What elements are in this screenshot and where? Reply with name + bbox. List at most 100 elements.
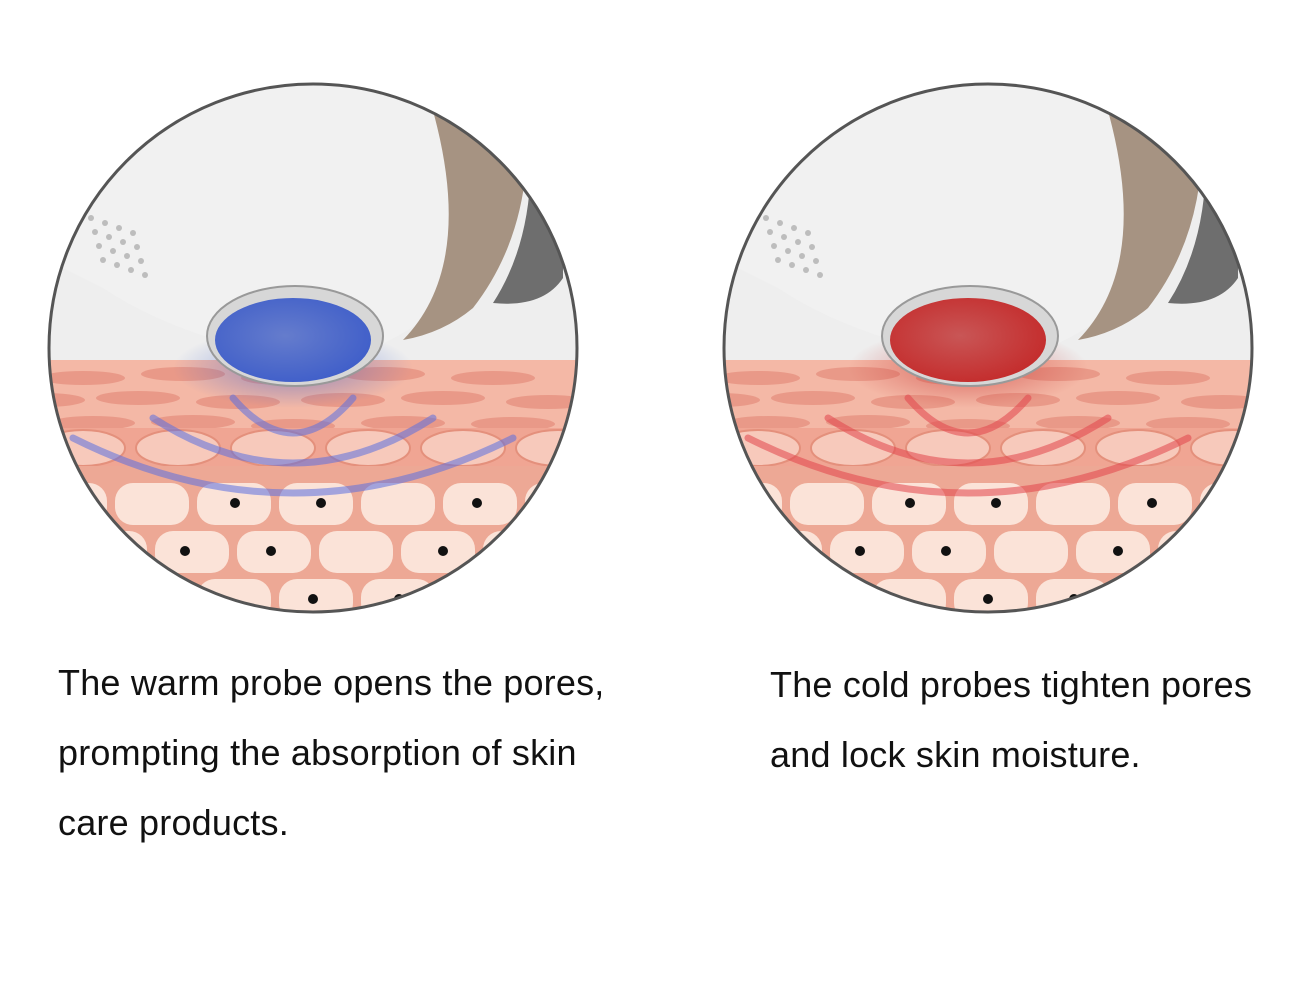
probe-lens xyxy=(890,298,1046,382)
fat-cell xyxy=(49,483,107,525)
fat-cell xyxy=(361,483,435,525)
fat-cell xyxy=(115,579,189,612)
cell-nucleus xyxy=(230,498,240,508)
skin-streak xyxy=(771,391,855,405)
skin-streak xyxy=(49,393,85,407)
cold-probe-illustration xyxy=(718,78,1258,618)
vent-dot xyxy=(785,248,791,254)
cell-nucleus xyxy=(550,594,560,604)
fat-cell xyxy=(1036,483,1110,525)
probe-body xyxy=(49,84,513,350)
fat-cell xyxy=(1240,531,1252,573)
cell-nucleus xyxy=(827,594,837,604)
dermis-cluster xyxy=(49,429,126,467)
fat-cell xyxy=(1200,483,1252,525)
skin-streak xyxy=(51,416,135,430)
cell-nucleus xyxy=(983,594,993,604)
probe-body xyxy=(724,84,1188,350)
fat-cell xyxy=(525,579,577,612)
cell-nucleus xyxy=(308,594,318,604)
vent-dot xyxy=(100,257,106,263)
warm-probe-illustration xyxy=(43,78,583,618)
dermis-cluster xyxy=(1190,429,1252,467)
cell-nucleus xyxy=(1183,546,1193,556)
vent-dot xyxy=(809,244,815,250)
probe-lens xyxy=(215,298,371,382)
vent-dot xyxy=(781,234,787,240)
vent-dot xyxy=(110,248,116,254)
fat-cell xyxy=(115,483,189,525)
fat-cell xyxy=(790,483,864,525)
vent-dot xyxy=(88,215,94,221)
skin-streak xyxy=(1126,371,1210,385)
skin-streak xyxy=(1076,391,1160,405)
vent-dot xyxy=(763,215,769,221)
cell-nucleus xyxy=(1225,594,1235,604)
cell-nucleus xyxy=(316,498,326,508)
fat-cell xyxy=(830,531,904,573)
vent-dot xyxy=(142,272,148,278)
vent-dot xyxy=(134,244,140,250)
circle-frame xyxy=(47,82,579,614)
caption-line: The warm probe opens the pores, xyxy=(58,662,605,703)
circle-frame xyxy=(722,82,1254,614)
skin-streak xyxy=(401,391,485,405)
skin-streak xyxy=(1146,417,1230,431)
fat-cell xyxy=(525,483,577,525)
energy-wave xyxy=(744,434,1192,497)
skin-streak xyxy=(1181,395,1252,409)
vent-dot xyxy=(130,230,136,236)
fat-cell xyxy=(565,531,577,573)
vent-dot xyxy=(795,239,801,245)
energy-wave xyxy=(229,394,357,437)
vent-dot xyxy=(114,262,120,268)
cell-nucleus xyxy=(58,498,68,508)
cold-probe-diagram xyxy=(722,82,1254,614)
illustration-content xyxy=(724,84,1252,612)
cell-nucleus xyxy=(941,546,951,556)
vent-dot xyxy=(767,229,773,235)
fat-cell xyxy=(1200,579,1252,612)
skin-streak xyxy=(451,371,535,385)
caption-line: and lock skin moisture. xyxy=(770,734,1141,775)
vent-dot xyxy=(777,220,783,226)
vent-dot xyxy=(120,239,126,245)
cell-nucleus xyxy=(66,594,76,604)
vent-dot xyxy=(138,258,144,264)
fat-cell xyxy=(401,531,475,573)
fat-cell xyxy=(724,579,782,612)
cell-nucleus xyxy=(558,498,568,508)
fat-cell xyxy=(73,531,147,573)
fat-cell xyxy=(994,531,1068,573)
vent-dot xyxy=(124,253,130,259)
skin-streak xyxy=(96,391,180,405)
caption-line: The cold probes tighten pores xyxy=(770,664,1253,705)
vent-dot xyxy=(805,230,811,236)
vent-dot xyxy=(106,234,112,240)
fat-cell xyxy=(483,531,557,573)
cell-nucleus xyxy=(855,546,865,556)
cell-nucleus xyxy=(508,546,518,556)
vent-dot xyxy=(96,243,102,249)
skin-streak xyxy=(726,416,810,430)
fat-cell xyxy=(1158,531,1232,573)
fat-cell xyxy=(1076,531,1150,573)
cell-nucleus xyxy=(266,546,276,556)
vent-dot xyxy=(775,257,781,263)
cell-nucleus xyxy=(733,498,743,508)
cell-nucleus xyxy=(991,498,1001,508)
cell-nucleus xyxy=(1233,498,1243,508)
vent-dot xyxy=(799,253,805,259)
vent-dot xyxy=(813,258,819,264)
energy-wave xyxy=(149,414,437,467)
warm-probe-diagram xyxy=(47,82,579,614)
vent-dot xyxy=(128,267,134,273)
caption-line: care products. xyxy=(58,802,289,843)
vent-dot xyxy=(92,229,98,235)
vent-dot xyxy=(789,262,795,268)
cell-nucleus xyxy=(438,546,448,556)
fat-cell xyxy=(443,579,517,612)
fat-cell xyxy=(748,531,822,573)
fat-cell xyxy=(155,531,229,573)
skin-streak xyxy=(506,395,577,409)
